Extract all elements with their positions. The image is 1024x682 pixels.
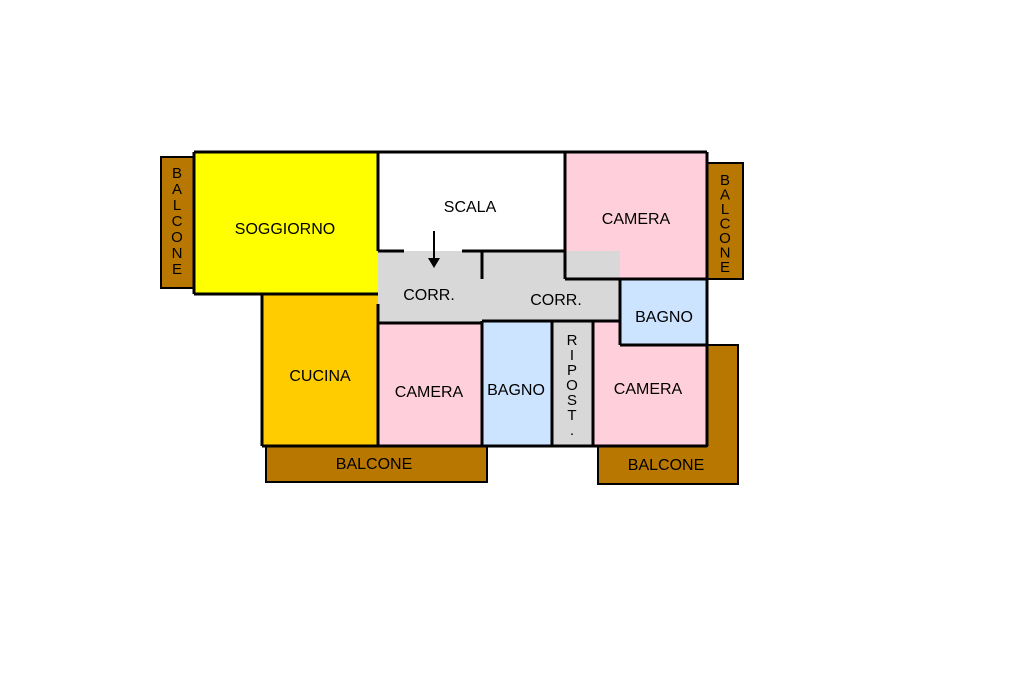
room-soggiorno [194, 152, 378, 294]
room-cucina [262, 294, 378, 446]
walls [192, 150, 709, 448]
label-corr-1: CORR. [403, 287, 455, 304]
label-bagno-e: BAGNO [635, 309, 693, 326]
label-cucina: CUCINA [289, 368, 351, 385]
label-camera-c: CAMERA [395, 384, 464, 401]
room-camera-c [378, 323, 482, 446]
room-ripost [552, 321, 593, 446]
label-soggiorno: SOGGIORNO [235, 221, 335, 238]
label-balcony-south-east: BALCONE [628, 457, 704, 474]
room-bagno-c [482, 321, 552, 446]
room-scala [378, 152, 565, 251]
balcony-west [160, 156, 195, 289]
room-camera-se [593, 321, 707, 446]
label-camera-ne: CAMERA [602, 211, 671, 228]
entrance-arrow-icon [428, 231, 440, 268]
label-balcony-south-west: BALCONE [336, 456, 412, 473]
room-corr-2 [482, 251, 620, 321]
label-corr-2: CORR. [530, 292, 582, 309]
balcony-east [706, 162, 744, 280]
label-camera-se: CAMERA [614, 381, 683, 398]
label-bagno-c: BAGNO [487, 382, 545, 399]
room-bagno-e [621, 279, 707, 345]
room-corr-1 [378, 251, 482, 323]
label-scala: SCALA [444, 199, 497, 216]
